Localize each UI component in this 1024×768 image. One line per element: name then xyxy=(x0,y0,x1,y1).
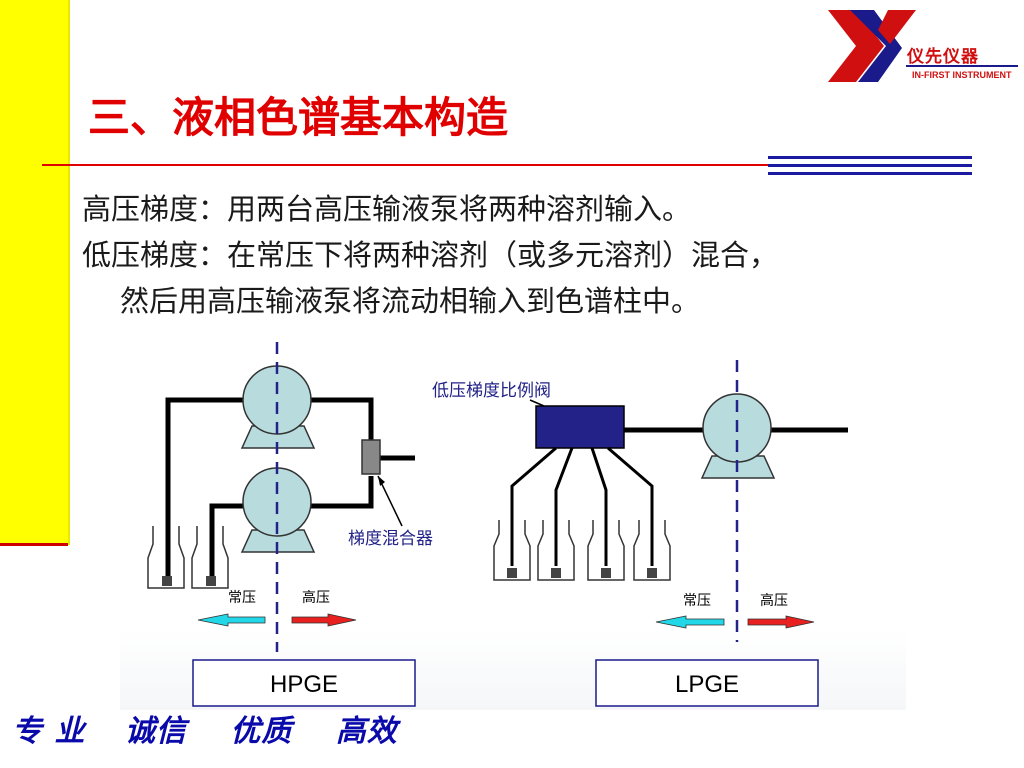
gradient-mixer xyxy=(361,439,381,475)
mixer-label: 梯度混合器 xyxy=(348,529,433,549)
title-accent-bars xyxy=(768,156,972,176)
lpge-bottle-1 xyxy=(493,520,531,581)
slogan-integrity: 诚信 xyxy=(124,714,187,749)
lpge-bottle-4 xyxy=(633,520,671,581)
slogan-efficiency: 高效 xyxy=(335,714,398,749)
body-line-2: 低压梯度：在常压下将两种溶剂（或多元溶剂）混合， xyxy=(82,238,779,272)
valve-label: 低压梯度比例阀 xyxy=(432,381,551,401)
hpge-label: HPGE xyxy=(270,671,338,698)
hpge-high-arrow xyxy=(291,613,357,627)
hpge-low-arrow xyxy=(197,613,266,627)
footer-slogan: 专 业 诚信 优质 高效 xyxy=(12,706,430,750)
logo-name-en: IN-FIRST INSTRUMENT xyxy=(912,70,1012,80)
sidebar-edge xyxy=(0,543,68,546)
company-logo xyxy=(828,10,1018,82)
body-text: 高压梯度：用两台高压输液泵将两种溶剂输入。 低压梯度：在常压下将两种溶剂（或多元… xyxy=(82,186,778,324)
logo-name-cn: 仪先仪器 xyxy=(907,47,979,67)
slogan-quality: 优质 xyxy=(230,714,293,749)
proportioning-valve xyxy=(535,405,625,449)
lpge-low-arrow xyxy=(655,615,725,629)
lpge-bottle-2 xyxy=(537,520,575,581)
lpge-label-box xyxy=(595,659,819,707)
slogan-professional: 专 业 xyxy=(12,714,86,749)
sidebar-decoration xyxy=(0,0,70,545)
hpge-label-box xyxy=(192,659,416,707)
hpge-bottle-1 xyxy=(147,526,185,589)
lpge-low-pressure-label: 常压 xyxy=(683,593,711,609)
body-line-1: 高压梯度：用两台高压输液泵将两种溶剂输入。 xyxy=(82,192,692,226)
hpge-bottle-2 xyxy=(191,526,229,589)
lpge-bottle-3 xyxy=(587,520,625,581)
lpge-high-arrow xyxy=(747,615,815,629)
hpge-low-pressure-label: 常压 xyxy=(228,590,256,606)
title-divider xyxy=(42,164,972,166)
hpge-section: 梯度混合器 常压 高压 HPGE xyxy=(147,342,433,707)
body-line-3: 然后用高压输液泵将流动相输入到色谱柱中。 xyxy=(120,284,701,318)
hpge-high-pressure-label: 高压 xyxy=(302,589,330,606)
page-title: 三、液相色谱基本构造 xyxy=(88,93,509,142)
lpge-section: 低压梯度比例阀 xyxy=(432,360,848,707)
lpge-label: LPGE xyxy=(675,671,739,698)
gradient-diagram: 梯度混合器 常压 高压 HPGE 低压梯度比例阀 xyxy=(120,342,906,710)
lpge-high-pressure-label: 高压 xyxy=(760,592,788,609)
